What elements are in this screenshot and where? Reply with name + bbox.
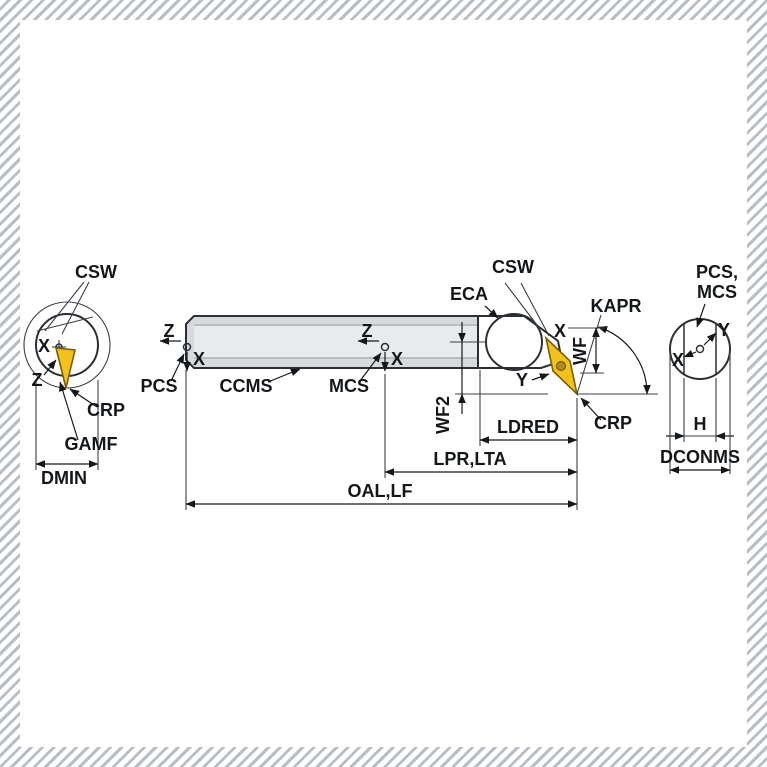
label-crp-head: CRP xyxy=(594,413,632,433)
label-pcs: PCS xyxy=(140,376,177,396)
label-z-left-view: Z xyxy=(32,370,43,390)
label-y-right: Y xyxy=(718,320,730,340)
coordinate-origin-marker xyxy=(380,342,390,352)
label-kapr: KAPR xyxy=(590,296,641,316)
coordinate-origin-marker xyxy=(695,344,705,354)
x-axis-arrow xyxy=(683,349,697,358)
gamf-leader-line xyxy=(59,381,79,441)
head-clamp-circle xyxy=(485,313,543,371)
crp-leader-line xyxy=(69,388,98,408)
label-y-head: Y xyxy=(516,370,528,390)
label-wf2: WF2 xyxy=(433,396,453,434)
insert-left-view xyxy=(54,347,76,389)
pcs-mcs-leader-line xyxy=(696,303,706,328)
left-view-outer-circle xyxy=(23,301,111,389)
tool-shank-outline xyxy=(185,315,479,369)
pcs-leader-line xyxy=(170,353,185,382)
side-view: Z X PCS CCMS Z X MCS ECA CSW KAPR X Y WF… xyxy=(140,257,658,510)
bottom-dimensions: LPR,LTA OAL,LF xyxy=(185,370,578,510)
kapr-angle-arc xyxy=(597,326,651,395)
label-dmin: DMIN xyxy=(41,468,87,488)
right-end-view: PCS, MCS Y X H DCONMS xyxy=(660,262,740,474)
label-x-shank-mid: X xyxy=(391,349,403,369)
mcs-leader-line xyxy=(359,352,382,382)
label-pcs-mcs-line1: PCS, xyxy=(696,262,738,282)
label-lpr-lta: LPR,LTA xyxy=(433,449,506,469)
crp-leader-line xyxy=(580,397,602,421)
z-axis-arrow xyxy=(43,359,57,376)
label-ccms: CCMS xyxy=(220,376,273,396)
label-mcs: MCS xyxy=(329,376,369,396)
label-x-right: X xyxy=(672,350,684,370)
csw-leader-line xyxy=(504,282,541,330)
label-x-left-view: X xyxy=(38,336,50,356)
label-crp-left: CRP xyxy=(87,400,125,420)
csw-leader-line xyxy=(61,281,90,335)
eca-leader-line xyxy=(484,305,499,319)
shank-highlight xyxy=(194,326,478,357)
left-end-view: CSW X Z CRP GAMF DMIN xyxy=(23,262,125,488)
y-axis-arrow xyxy=(703,332,717,346)
label-gamf: GAMF xyxy=(65,434,118,454)
label-x-shank-left: X xyxy=(193,349,205,369)
label-dconms: DCONMS xyxy=(660,447,740,467)
label-h: H xyxy=(694,414,707,434)
label-wf: WF xyxy=(570,337,590,365)
label-x-head: X xyxy=(554,321,566,341)
label-pcs-mcs-line2: MCS xyxy=(697,282,737,302)
label-eca: ECA xyxy=(450,284,488,304)
label-z-shank-left: Z xyxy=(164,321,175,341)
label-z-shank-mid: Z xyxy=(362,321,373,341)
label-oal-lf: OAL,LF xyxy=(348,481,413,501)
label-csw-head: CSW xyxy=(492,257,534,277)
csw-leader-line xyxy=(520,282,550,337)
y-axis-arrow xyxy=(531,373,550,381)
label-csw-left: CSW xyxy=(75,262,117,282)
coordinate-origin-marker xyxy=(182,342,192,352)
label-ldred: LDRED xyxy=(497,417,559,437)
csw-leader-line xyxy=(44,281,85,332)
insert-screw xyxy=(556,361,566,371)
ccms-leader-line xyxy=(267,368,301,383)
